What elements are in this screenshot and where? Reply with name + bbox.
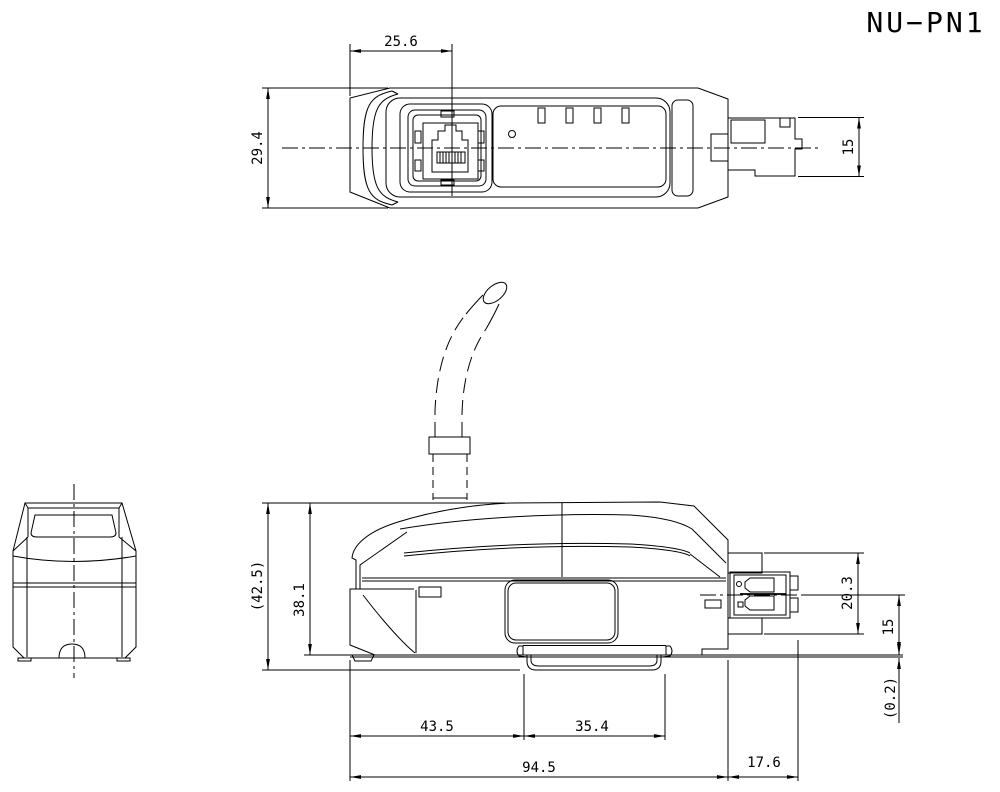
cable [428,281,508,500]
side-view-io-connector [727,552,799,635]
top-view-io-connector [728,117,803,177]
page-title: NU−PN1 [866,6,985,39]
side-view-body-outline [349,501,729,662]
front-view [12,484,137,678]
dim-side-body-height: 38.1 [292,503,312,655]
led-windows [537,107,630,124]
dim-top-rj45-offset: 25.6 [349,34,453,196]
dim-side-rail-clearance: (0.2) [883,638,901,723]
dim-text-25-6: 25.6 [384,34,418,50]
dim-text-15-side: 15 [881,619,897,636]
din-rail-clip [516,645,673,671]
front-foot-right [116,657,131,662]
front-view-outline [12,502,137,662]
top-view: 25.6 29.4 15 [250,34,864,209]
top-view-end-strip [671,99,694,197]
top-view-face-panel [385,97,671,198]
dim-side-connector-length: 17.6 [728,755,798,779]
front-foot-left [17,657,32,662]
dim-top-body-width: 29.4 [250,87,388,209]
front-recess-window [30,514,117,538]
dim-text-43-5: 43.5 [420,719,454,735]
dim-top-connector-width: 15 [798,117,864,177]
dim-text-42-5: (42.5) [250,561,266,612]
dim-text-20-3: 20.3 [840,576,856,610]
cable-boot [428,436,471,455]
connector-round-marker [736,581,742,587]
dim-side-front-to-clip: 43.5 [350,719,524,738]
dim-side-center-to-rail: 15 [802,594,905,655]
mounting-surface-lines [304,654,903,658]
side-view: (42.5) 38.1 43.5 35.4 94.5 17.6 [250,281,905,781]
top-view-side-tab [710,133,729,162]
dim-text-38-1: 38.1 [292,583,308,617]
label-plate [504,579,619,644]
dim-side-connector-height: 20.3 [764,552,864,635]
dim-text-29-4: 29.4 [250,131,266,165]
dim-text-17-6: 17.6 [747,755,781,771]
connector-square-marker [737,601,744,608]
dim-side-body-length: 94.5 [350,760,728,779]
dim-side-clip-length: 35.4 [524,719,665,738]
lock-lever-tab [418,586,442,598]
rj45-port-icon [407,109,487,187]
dim-text-94-5: 94.5 [522,760,556,776]
led-indicator-icon [508,130,516,138]
dim-text-0-2: (0.2) [883,677,899,719]
top-view-body-outline [349,87,729,209]
dim-side-overall-height: (42.5) [250,502,520,671]
extension-lines-bottom [349,640,799,781]
dim-text-15-top: 15 [841,139,857,156]
cable-tip [482,281,508,305]
front-bottom-notch [58,643,86,659]
side-small-window [704,599,722,609]
dim-text-35-4: 35.4 [575,719,609,735]
